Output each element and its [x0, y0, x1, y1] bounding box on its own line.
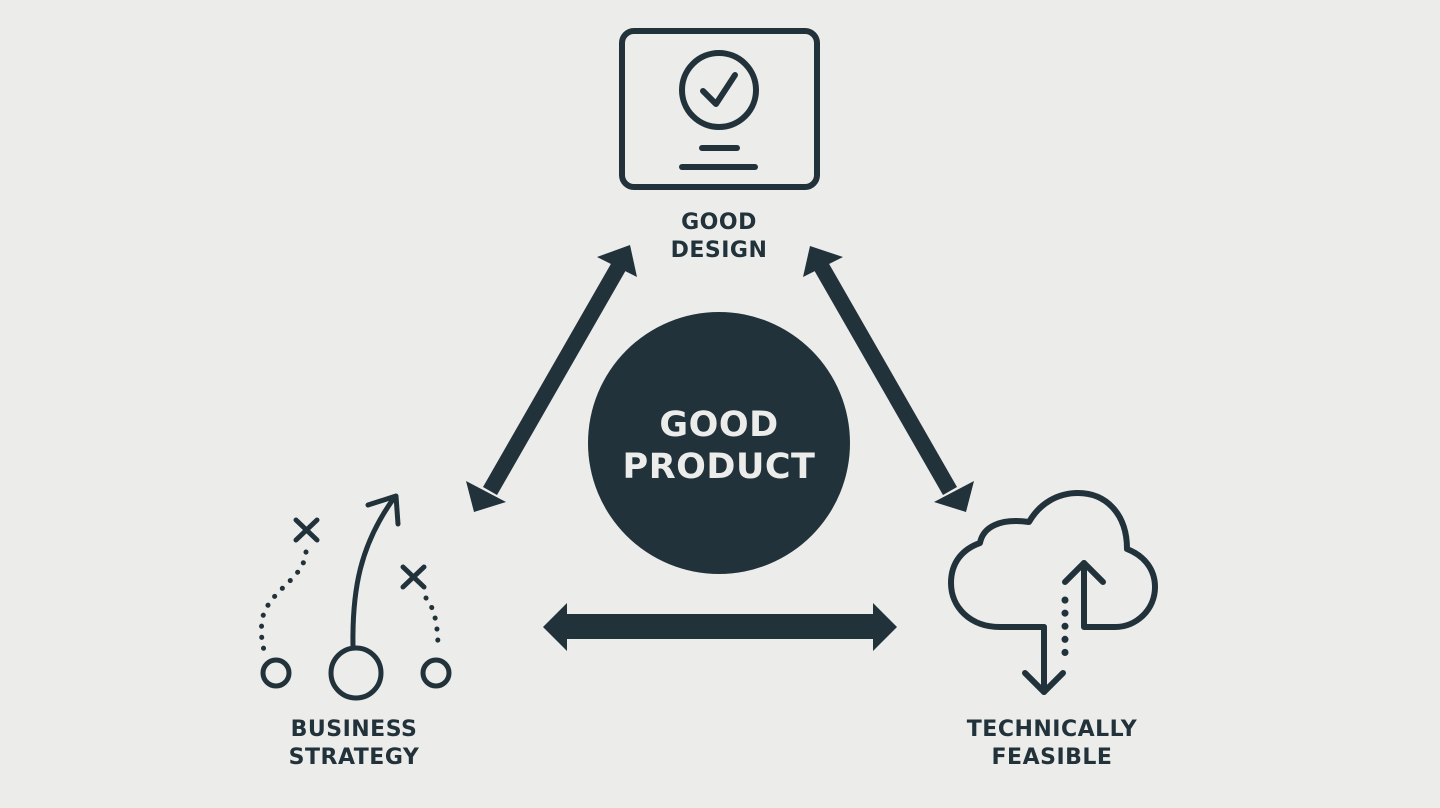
design-line2: DESIGN	[670, 238, 768, 263]
good-product-circle	[588, 312, 850, 574]
arrow-business-technical	[543, 603, 897, 651]
node-label-business: BUSINESS STRATEGY	[234, 716, 474, 772]
strategy-play-icon	[259, 493, 452, 701]
monitor-check-icon	[619, 28, 820, 190]
arrow-design-business	[466, 245, 637, 512]
business-line1: BUSINESS	[290, 717, 418, 742]
design-line1: GOOD	[681, 210, 757, 235]
cloud-sync-icon	[948, 490, 1158, 695]
technical-line1: TECHNICALLY	[966, 717, 1138, 742]
arrow-design-technical	[803, 246, 974, 512]
center-line2: PRODUCT	[622, 447, 816, 487]
technical-line2: FEASIBLE	[991, 745, 1113, 770]
node-label-technical: TECHNICALLY FEASIBLE	[922, 716, 1182, 772]
business-line2: STRATEGY	[288, 745, 420, 770]
center-label: GOOD PRODUCT	[589, 404, 849, 488]
center-line1: GOOD	[659, 405, 779, 445]
node-label-design: GOOD DESIGN	[619, 209, 819, 265]
